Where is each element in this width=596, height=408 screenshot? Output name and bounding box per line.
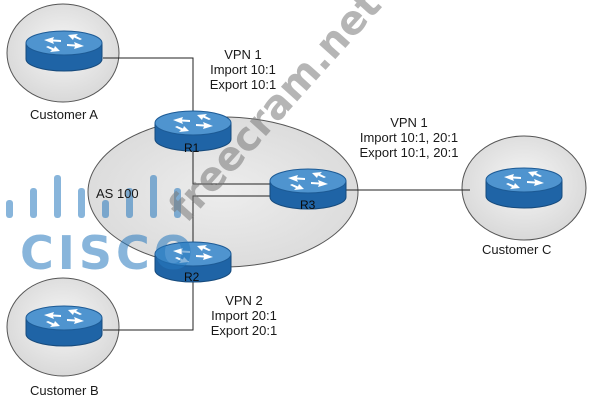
customer-a-router-icon bbox=[25, 30, 103, 72]
r2-label: R2 bbox=[184, 270, 200, 284]
vpn-r1-name: VPN 1 bbox=[224, 47, 262, 62]
vpn-r3-import: Import 10:1, 20:1 bbox=[359, 130, 459, 145]
link-cb-r2 bbox=[103, 278, 194, 331]
vpn-r2-block: VPN 2 Import 20:1 Export 20:1 bbox=[199, 293, 289, 338]
cisco-logo-bars-icon bbox=[6, 175, 181, 218]
link-ca-r1 bbox=[103, 57, 194, 118]
vpn-r1-block: VPN 1 Import 10:1 Export 10:1 bbox=[200, 47, 286, 92]
vpn-r3-block: VPN 1 Import 10:1, 20:1 Export 10:1, 20:… bbox=[344, 115, 474, 160]
vpn-r3-name: VPN 1 bbox=[390, 115, 428, 130]
vpn-r2-import: Import 20:1 bbox=[211, 308, 277, 323]
as-label: AS 100 bbox=[96, 186, 139, 201]
vpn-r3-export: Export 10:1, 20:1 bbox=[359, 145, 459, 160]
customer-c-router-icon bbox=[485, 167, 563, 209]
links bbox=[103, 57, 470, 331]
link-r1-r3 bbox=[192, 145, 270, 185]
r3-label: R3 bbox=[300, 198, 316, 212]
vpn-r1-export: Export 10:1 bbox=[209, 77, 277, 92]
customer-c-label: Customer C bbox=[482, 242, 552, 257]
customer-a-label: Customer A bbox=[30, 107, 98, 122]
vpn-r2-name: VPN 2 bbox=[225, 293, 263, 308]
vpn-r2-export: Export 20:1 bbox=[210, 323, 278, 338]
r1-label: R1 bbox=[184, 141, 200, 155]
customer-b-router-icon bbox=[25, 305, 103, 347]
vpn-r1-import: Import 10:1 bbox=[210, 62, 276, 77]
cisco-watermark-logo: CISCO bbox=[20, 226, 197, 280]
link-r2-r3 bbox=[192, 195, 270, 243]
customer-b-label: Customer B bbox=[30, 383, 99, 398]
